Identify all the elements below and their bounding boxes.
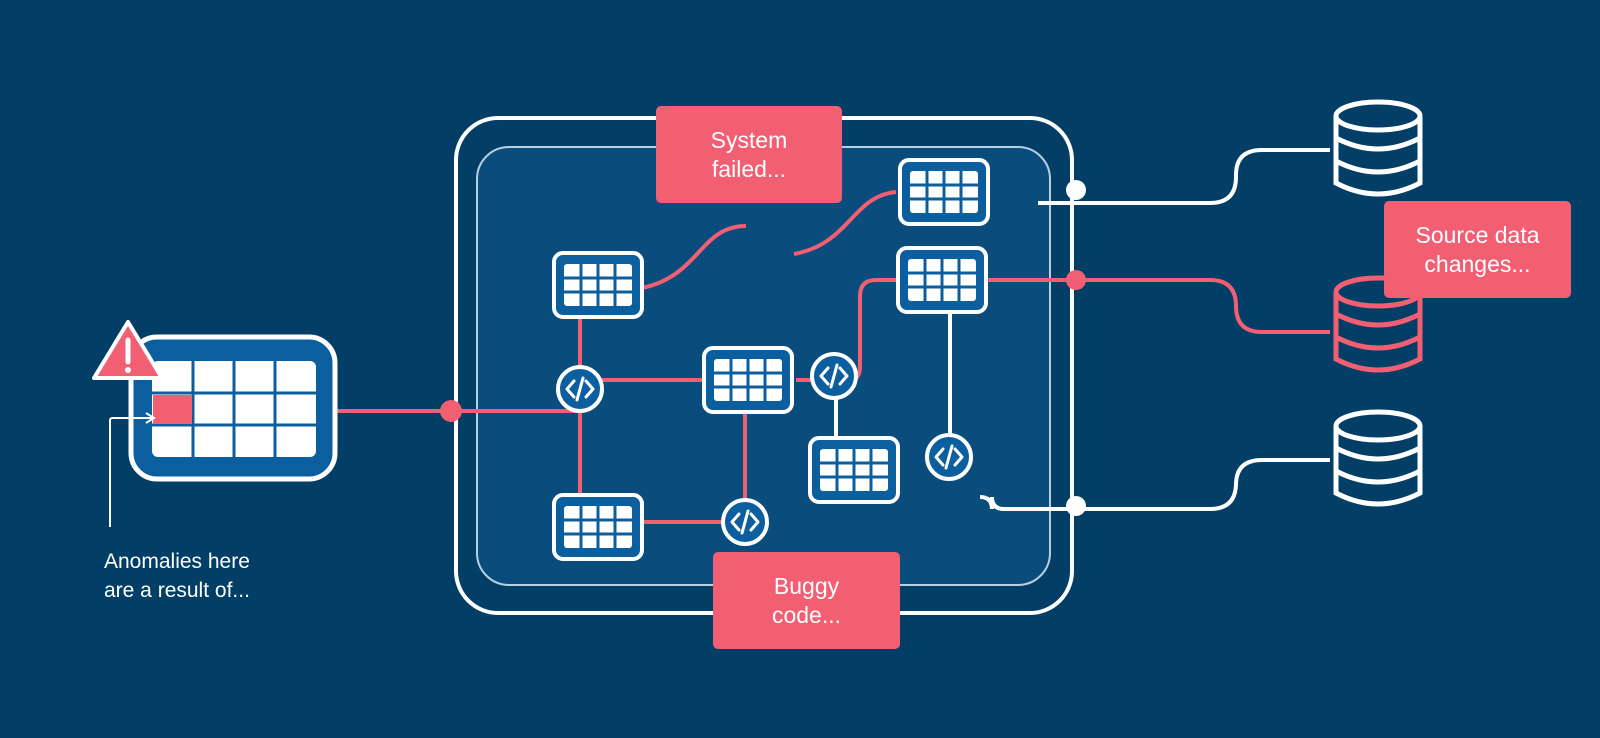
table-icon (808, 436, 900, 504)
callout-line: Buggy (773, 572, 840, 599)
database-icon (1333, 409, 1423, 507)
warning-icon (92, 320, 164, 380)
callout-line: Source data (1415, 221, 1540, 248)
table-icon (552, 251, 644, 319)
source-data-callout: Source data changes... (1384, 201, 1571, 298)
callout-line: changes... (1424, 250, 1531, 277)
connector-dot (1066, 270, 1086, 290)
callout-line: code... (771, 601, 842, 628)
code-icon (925, 433, 973, 481)
code-icon (810, 352, 858, 400)
anomaly-cell (153, 395, 192, 424)
note-line: are a result of... (104, 579, 250, 602)
buggy-code-callout: Buggy code... (713, 552, 900, 649)
dashboard-table (128, 334, 338, 482)
code-icon (721, 498, 769, 546)
code-icon (556, 365, 604, 413)
connector-dot (440, 400, 462, 422)
connector-dot (1066, 496, 1086, 516)
table-icon (552, 493, 644, 561)
callout-line: failed... (711, 155, 787, 182)
callout-line: System (710, 126, 788, 153)
note-line: Anomalies here (104, 550, 250, 573)
table-icon (702, 346, 794, 414)
table-icon (898, 158, 990, 226)
connector-dot (1066, 180, 1086, 200)
anomaly-note: Anomalies here are a result of... (104, 547, 364, 605)
anomaly-pointer-arrow (109, 412, 156, 527)
system-failed-callout: System failed... (656, 106, 842, 203)
table-icon (896, 246, 988, 314)
database-icon (1333, 99, 1423, 197)
white-connectors (834, 148, 1330, 511)
